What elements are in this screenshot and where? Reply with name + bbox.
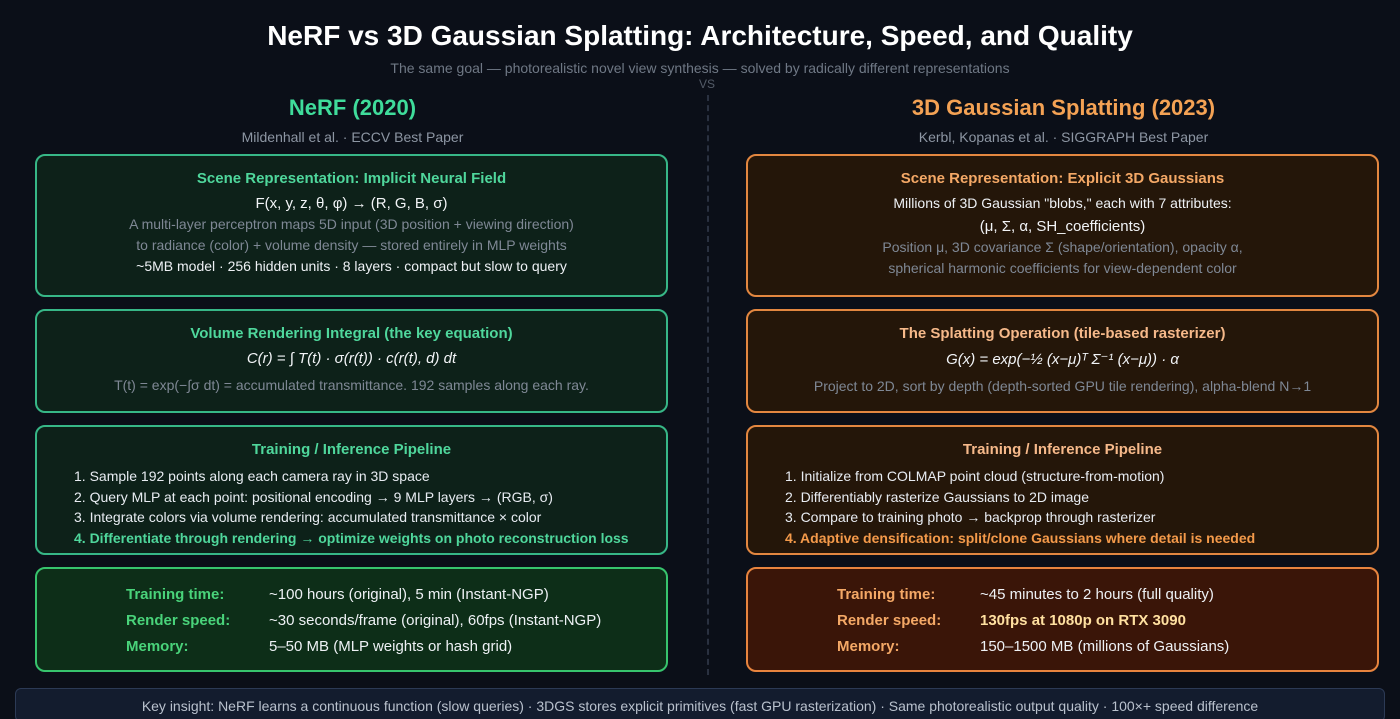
nerf-stat-render: Render speed: ~30 seconds/frame (origina… <box>126 608 666 634</box>
nerf-stat-training: Training time: ~100 hours (original), 5 … <box>126 582 666 608</box>
nerf-rendering-heading: Volume Rendering Integral (the key equat… <box>190 325 513 342</box>
gs-pipeline-step: 1. Initialize from COLMAP point cloud (s… <box>785 468 1165 484</box>
nerf-representation-desc2: to radiance (color) + volume density — s… <box>136 237 567 253</box>
gs-authors: Kerbl, Kopanas et al. · SIGGRAPH Best Pa… <box>918 129 1209 145</box>
stat-label: Render speed: <box>837 612 942 629</box>
stat-value: 150–1500 MB (millions of Gaussians) <box>980 638 1230 655</box>
stat-value: 130fps at 1080p on RTX 3090 <box>980 612 1186 629</box>
nerf-representation-box: Scene Representation: Implicit Neural Fi… <box>35 154 668 297</box>
stat-value: 5–50 MB (MLP weights or hash grid) <box>269 638 513 655</box>
page-subtitle: The same goal — photorealistic novel vie… <box>390 60 1010 76</box>
stat-label: Training time: <box>126 586 225 603</box>
stat-label: Render speed: <box>126 612 231 629</box>
nerf-pipeline-step: 3. Integrate colors via volume rendering… <box>74 509 542 525</box>
nerf-stats-box: Training time: ~100 hours (original), 5 … <box>35 567 668 672</box>
gs-rendering-note: Project to 2D, sort by depth (depth-sort… <box>813 378 1312 394</box>
nerf-stat-memory: Memory: 5–50 MB (MLP weights or hash gri… <box>126 634 666 660</box>
nerf-header: NeRF (2020) Mildenhall et al. · ECCV Bes… <box>35 95 670 145</box>
gs-representation-desc1: Position μ, 3D covariance Σ (shape/orien… <box>882 239 1243 255</box>
nerf-rendering-note: T(t) = exp(−∫σ dt) = accumulated transmi… <box>114 377 589 393</box>
nerf-pipeline-box: Training / Inference Pipeline 1. Sample … <box>35 425 668 555</box>
gs-pipeline-step: 3. Compare to training photo → backprop … <box>785 509 1156 525</box>
column-divider <box>707 95 709 675</box>
gs-pipeline-step: 2. Differentiably rasterize Gaussians to… <box>785 488 1089 505</box>
nerf-pipeline-steps: 1. Sample 192 points along each camera r… <box>37 466 666 548</box>
nerf-rendering-box: Volume Rendering Integral (the key equat… <box>35 309 668 413</box>
gs-title: 3D Gaussian Splatting (2023) <box>911 95 1216 120</box>
gs-pipeline-box: Training / Inference Pipeline 1. Initial… <box>746 425 1379 555</box>
gs-header: 3D Gaussian Splatting (2023) Kerbl, Kopa… <box>746 95 1381 145</box>
nerf-pipeline-step-highlight: 4. Differentiate through rendering → opt… <box>74 529 629 546</box>
gs-pipeline-steps: 1. Initialize from COLMAP point cloud (s… <box>748 466 1377 548</box>
gs-stat-render: Render speed: 130fps at 1080p on RTX 309… <box>837 608 1377 634</box>
gs-representation-line1: Millions of 3D Gaussian "blobs," each wi… <box>893 195 1232 211</box>
gs-representation-box: Scene Representation: Explicit 3D Gaussi… <box>746 154 1379 297</box>
gs-stat-training: Training time: ~45 minutes to 2 hours (f… <box>837 582 1377 608</box>
vs-label: VS <box>698 77 715 91</box>
gs-rendering-equation: G(x) = exp(−½ (x−μ)ᵀ Σ⁻¹ (x−μ)) · α <box>946 351 1179 368</box>
gs-pipeline-heading: Training / Inference Pipeline <box>962 441 1163 458</box>
gs-rendering-heading: The Splatting Operation (tile-based rast… <box>899 325 1226 342</box>
page-title: NeRF vs 3D Gaussian Splatting: Architect… <box>267 20 1133 51</box>
gs-stat-memory: Memory: 150–1500 MB (millions of Gaussia… <box>837 634 1377 660</box>
nerf-representation-formula: F(x, y, z, θ, φ) → (R, G, B, σ) <box>255 195 448 212</box>
nerf-title: NeRF (2020) <box>288 95 417 120</box>
nerf-pipeline-step: 1. Sample 192 points along each camera r… <box>74 468 430 484</box>
nerf-pipeline-heading: Training / Inference Pipeline <box>251 441 452 458</box>
gs-representation-desc2: spherical harmonic coefficients for view… <box>888 260 1237 276</box>
nerf-representation-heading: Scene Representation: Implicit Neural Fi… <box>196 170 507 187</box>
stat-value: ~100 hours (original), 5 min (Instant-NG… <box>269 586 549 603</box>
nerf-rendering-equation: C(r) = ∫ T(t) · σ(r(t)) · c(r(t), d) dt <box>246 350 457 367</box>
gs-stats-box: Training time: ~45 minutes to 2 hours (f… <box>746 567 1379 672</box>
gs-pipeline-step-highlight: 4. Adaptive densification: split/clone G… <box>785 529 1256 546</box>
stat-label: Memory: <box>837 638 900 655</box>
nerf-representation-spec: ~5MB model · 256 hidden units · 8 layers… <box>136 258 567 274</box>
nerf-pipeline-step: 2. Query MLP at each point: positional e… <box>74 488 553 505</box>
nerf-representation-desc1: A multi-layer perceptron maps 5D input (… <box>129 216 574 232</box>
stat-label: Training time: <box>837 586 936 603</box>
gs-representation-formula: (μ, Σ, α, SH_coefficients) <box>979 218 1146 235</box>
gs-rendering-box: The Splatting Operation (tile-based rast… <box>746 309 1379 413</box>
stat-value: ~45 minutes to 2 hours (full quality) <box>980 586 1214 603</box>
key-insight-banner: Key insight: NeRF learns a continuous fu… <box>15 688 1385 719</box>
nerf-authors: Mildenhall et al. · ECCV Best Paper <box>241 129 464 145</box>
gs-representation-heading: Scene Representation: Explicit 3D Gaussi… <box>900 170 1225 187</box>
stat-label: Memory: <box>126 638 189 655</box>
stat-value: ~30 seconds/frame (original), 60fps (Ins… <box>269 612 602 629</box>
